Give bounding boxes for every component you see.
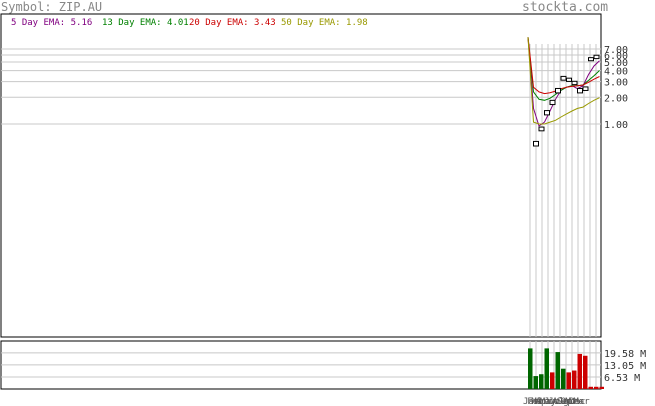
price-bar: [538, 126, 545, 132]
price-bar: [533, 140, 539, 147]
x-tick-label: Sep: [557, 397, 573, 406]
x-tick-label: Apr: [536, 397, 553, 406]
volume-bar: [555, 352, 560, 389]
x-tick-label: Mar: [531, 397, 548, 406]
price-tick-label: 2.00: [604, 93, 628, 104]
x-tick-label: Mar: [573, 397, 590, 406]
legend-ema5: 5 Day EMA: 5.16: [11, 18, 93, 28]
volume-bar: [572, 370, 577, 389]
price-bar: [544, 110, 550, 116]
volume-bar: [577, 353, 582, 389]
x-tick-label: Jan: [523, 397, 539, 406]
volume-bar: [533, 376, 538, 389]
price-tick-label: 5.00: [604, 58, 628, 69]
price-bar: [560, 75, 567, 81]
price-bar: [588, 57, 594, 62]
ema-line-2: [527, 37, 600, 101]
price-tick-label: 7.00: [604, 45, 628, 56]
volume-bar: [561, 368, 566, 389]
price-bar: [566, 77, 572, 82]
price-tick-label: 6.00: [604, 51, 628, 62]
x-tick-label: Aug: [552, 397, 568, 406]
price-bar: [571, 80, 578, 86]
x-tick-label: Jun: [544, 397, 560, 406]
ema-line-3: [527, 37, 600, 95]
price-bar: [582, 86, 589, 91]
price-bar: [555, 87, 561, 94]
ema-line-4: [527, 37, 600, 125]
price-bar: [577, 87, 583, 94]
volume-bar: [544, 348, 549, 389]
volume-bar: [599, 386, 604, 389]
x-tick-label: Jul: [548, 397, 564, 406]
volume-bar: [550, 372, 555, 389]
volume-bar: [583, 355, 588, 389]
volume-bar: [539, 374, 544, 389]
volume-tick-label: 6.53 M: [604, 373, 640, 384]
price-bar: [593, 54, 600, 60]
brand-watermark: stockta.com: [522, 0, 609, 15]
x-tick-label: Dec: [569, 397, 585, 406]
price-tick-label: 4.00: [604, 67, 628, 78]
volume-bar: [528, 348, 533, 389]
volume-tick-label: 19.58 M: [604, 349, 646, 360]
legend-ema20: 20 Day EMA: 3.43: [189, 18, 276, 28]
volume-bar: [566, 372, 571, 389]
legend-ema50: 50 Day EMA: 1.98: [281, 18, 368, 28]
symbol-label: Symbol: ZIP.AU: [1, 0, 103, 14]
price-tick-label: 3.00: [604, 78, 628, 89]
price-tick-label: 1.00: [604, 120, 628, 131]
legend-ema13: 13 Day EMA: 4.01: [102, 18, 189, 28]
price-bar: [549, 99, 556, 106]
x-tick-label: Oct: [561, 397, 577, 406]
x-tick-label: Feb: [527, 397, 543, 406]
x-tick-label: May: [540, 397, 557, 406]
x-tick-label: Nov: [565, 397, 581, 406]
volume-bar: [594, 386, 599, 389]
volume-bar: [588, 386, 593, 389]
price-frame: [0, 13, 602, 338]
volume-tick-label: 13.05 M: [604, 361, 646, 372]
